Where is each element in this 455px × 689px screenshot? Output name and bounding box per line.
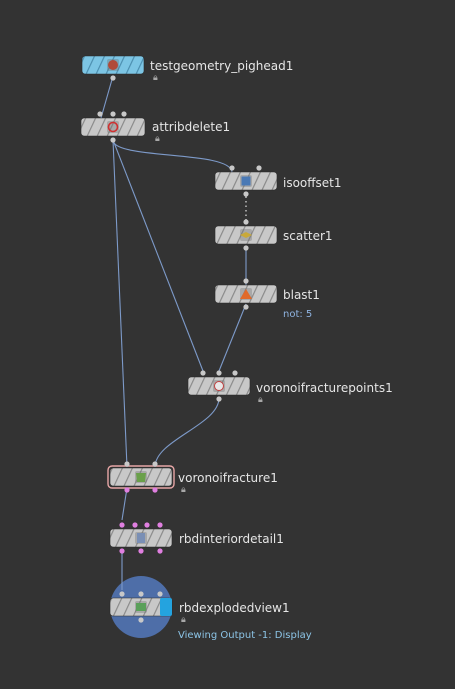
node-testgeometry-pighead1[interactable]	[81, 55, 145, 81]
node-isooffset1[interactable]	[214, 165, 278, 197]
input-connector[interactable]	[157, 591, 163, 597]
input-connector[interactable]	[232, 370, 238, 376]
wire-voronoipoints-voronoifracture[interactable]	[154, 397, 220, 468]
node-label-rbdexplodedview1: rbdexplodedview1	[179, 601, 290, 615]
output-connector[interactable]	[138, 548, 144, 554]
lock-icon: 🔒︎	[181, 485, 186, 495]
input-connector[interactable]	[121, 111, 127, 117]
output-connector[interactable]	[243, 245, 249, 251]
voronoi-points-icon	[213, 380, 225, 392]
node-label-blast1: blast1	[283, 288, 320, 302]
node-blast1[interactable]	[214, 278, 278, 310]
node-voronoifracturepoints1[interactable]	[187, 370, 251, 402]
lock-icon: 🔒︎	[155, 134, 160, 144]
node-voronoifracture1[interactable]	[107, 461, 175, 493]
input-connector[interactable]	[119, 591, 125, 597]
wire-attribdelete-voronoifracture[interactable]	[112, 139, 128, 468]
input-connector[interactable]	[229, 165, 235, 171]
node-rbdinteriordetail1[interactable]	[109, 522, 173, 554]
output-connector[interactable]	[119, 548, 125, 554]
output-connector[interactable]	[152, 487, 158, 493]
rbd-interior-icon	[135, 532, 147, 544]
input-connector[interactable]	[138, 591, 144, 597]
wire-attribdelete-isooffset[interactable]	[112, 139, 233, 173]
display-flag[interactable]	[160, 598, 172, 616]
rbd-exploded-icon	[135, 601, 147, 613]
node-label-attribdelete1: attribdelete1	[152, 120, 231, 134]
output-connector[interactable]	[243, 191, 249, 197]
output-connector[interactable]	[157, 548, 163, 554]
input-connector[interactable]	[157, 522, 163, 528]
node-label-scatter1: scatter1	[283, 229, 333, 243]
input-connector[interactable]	[200, 370, 206, 376]
output-connector[interactable]	[124, 487, 130, 493]
output-connector[interactable]	[216, 396, 222, 402]
output-connector[interactable]	[110, 75, 116, 81]
wire-blast-voronoipoints[interactable]	[218, 303, 247, 372]
input-connector[interactable]	[110, 111, 116, 117]
node-label-rbdinteriordetail1: rbdinteriordetail1	[179, 532, 284, 546]
node-rbdexplodedview1[interactable]	[109, 591, 173, 623]
pig-head-icon	[107, 59, 119, 71]
viewing-output-status: Viewing Output -1: Display	[178, 630, 312, 641]
input-connector[interactable]	[132, 522, 138, 528]
lock-icon: 🔒︎	[258, 395, 263, 405]
output-connector[interactable]	[243, 304, 249, 310]
input-connector[interactable]	[144, 522, 150, 528]
scatter-icon	[240, 229, 252, 241]
node-label-voronoifracture1: voronoifracture1	[178, 471, 278, 485]
input-connector[interactable]	[97, 111, 103, 117]
input-connector[interactable]	[152, 461, 158, 467]
input-connector[interactable]	[243, 219, 249, 225]
wire-attribdelete-voronoipoints[interactable]	[112, 139, 204, 372]
wire-voronoifracture-rbdinterior[interactable]	[121, 487, 128, 521]
input-connector[interactable]	[124, 461, 130, 467]
output-connector[interactable]	[110, 137, 116, 143]
input-connector[interactable]	[119, 522, 125, 528]
iso-offset-icon	[240, 175, 252, 187]
output-connector[interactable]	[138, 617, 144, 623]
lock-icon: 🔒︎	[181, 615, 186, 625]
voronoi-fracture-icon	[135, 471, 147, 483]
lock-icon: 🔒︎	[153, 73, 158, 83]
node-label-isooffset1: isooffset1	[283, 176, 342, 190]
wire-pighead-attribdelete[interactable]	[100, 75, 114, 119]
attribute-delete-icon	[107, 121, 119, 133]
input-connector[interactable]	[243, 278, 249, 284]
node-label-testgeometry-pighead1: testgeometry_pighead1	[150, 59, 294, 73]
input-connector[interactable]	[216, 370, 222, 376]
node-label-voronoifracturepoints1: voronoifracturepoints1	[256, 381, 393, 395]
node-scatter1[interactable]	[214, 219, 278, 251]
blast-icon	[240, 288, 252, 300]
input-connector[interactable]	[256, 165, 262, 171]
node-comment-blast1: not: 5	[283, 309, 313, 320]
node-attribdelete1[interactable]	[80, 111, 146, 143]
